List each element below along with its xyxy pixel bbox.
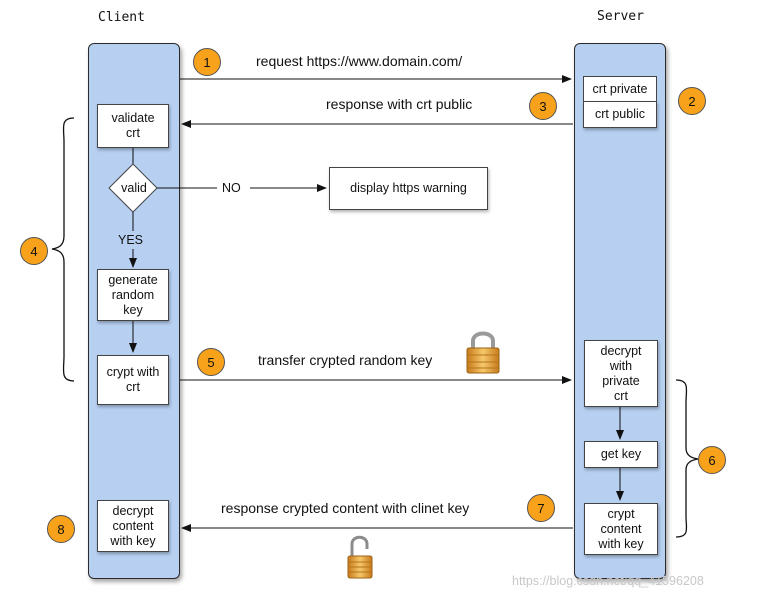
crt-private-box: crt private xyxy=(583,76,657,102)
step-badge-5: 5 xyxy=(197,348,225,376)
client-title: Client xyxy=(98,10,145,25)
brace-left xyxy=(51,117,75,382)
https-warning-box: display https warning xyxy=(329,167,488,210)
padlock-closed-icon xyxy=(466,331,500,374)
transfer-key-message: transfer crypted random key xyxy=(258,352,433,368)
server-title: Server xyxy=(597,9,644,24)
step-badge-3: 3 xyxy=(529,92,557,120)
watermark: https://blog.csdn.net/qq_41596208 xyxy=(512,574,704,588)
validate-crt-box: validate crt xyxy=(97,104,169,148)
crt-public-box: crt public xyxy=(583,101,657,128)
request-message: request https://www.domain.com/ xyxy=(256,53,463,69)
step-badge-1: 1 xyxy=(193,48,221,76)
step-badge-2: 2 xyxy=(678,87,706,115)
crypt-content-box: crypt content with key xyxy=(584,503,658,555)
response-content-message: response crypted content with clinet key xyxy=(221,500,470,516)
generate-key-box: generate random key xyxy=(97,269,169,321)
decrypt-content-box: decrypt content with key xyxy=(97,500,169,552)
crypt-with-crt-box: crypt with crt xyxy=(97,355,169,405)
step-badge-8: 8 xyxy=(47,515,75,543)
step-badge-6: 6 xyxy=(698,446,726,474)
decision-label: valid xyxy=(121,181,147,195)
no-label: NO xyxy=(222,181,241,195)
yes-label: YES xyxy=(118,233,144,247)
brace-right xyxy=(675,379,699,538)
get-key-box: get key xyxy=(584,441,658,468)
step-badge-7: 7 xyxy=(527,494,555,522)
padlock-open-icon xyxy=(347,535,373,579)
decrypt-private-box: decrypt with private crt xyxy=(584,340,658,407)
step-badge-4: 4 xyxy=(20,237,48,265)
response-crt-message: response with crt public xyxy=(326,96,473,112)
